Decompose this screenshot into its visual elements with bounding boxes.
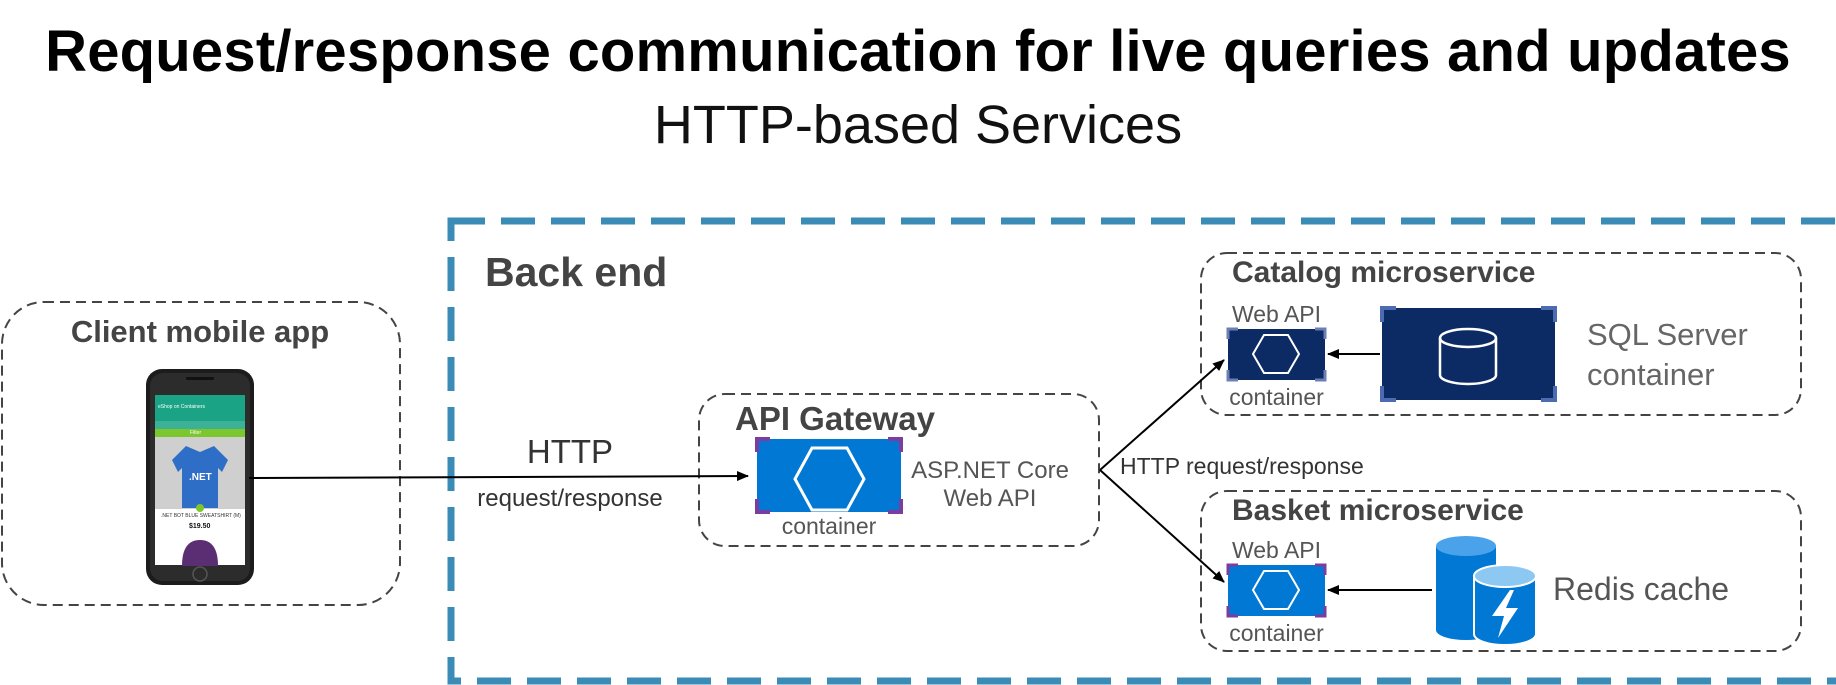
phone-illustration bbox=[146, 369, 254, 585]
gateway-tech-line2: Web API bbox=[943, 485, 1037, 512]
http-arrow bbox=[248, 471, 749, 482]
sql-server-icon bbox=[1380, 306, 1557, 402]
phone-price: $19.50 bbox=[189, 523, 211, 530]
catalog-webapi-label: Web API bbox=[1231, 301, 1322, 327]
http-sub-label: request/response bbox=[477, 485, 663, 512]
gateway-label: API Gateway bbox=[735, 400, 935, 437]
basket-webapi-label: Web API bbox=[1231, 537, 1322, 563]
http-label: HTTP bbox=[526, 433, 614, 470]
page-title: Request/response communication for live … bbox=[45, 19, 1791, 84]
catalog-box bbox=[1200, 252, 1802, 416]
catalog-container-label: container bbox=[1229, 384, 1324, 410]
backend-region bbox=[447, 217, 1836, 685]
basket-container-label: container bbox=[1229, 620, 1324, 646]
sql-server-line1: SQL Server bbox=[1587, 317, 1748, 352]
phone-shirt-text: .NET bbox=[189, 472, 212, 483]
http-request-response-label: HTTP request/response bbox=[1120, 453, 1364, 479]
sql-server-line2: container bbox=[1587, 357, 1715, 392]
gateway-tech-line1: ASP.NET Core bbox=[911, 457, 1069, 484]
client-box bbox=[1, 301, 401, 606]
page-subtitle: HTTP-based Services bbox=[653, 95, 1183, 155]
client-label: Client mobile app bbox=[70, 314, 330, 349]
basket-container-icon bbox=[1226, 563, 1327, 618]
catalog-label: Catalog microservice bbox=[1232, 256, 1536, 289]
gateway-to-basket-arrow bbox=[1099, 469, 1225, 583]
phone-filter-label: Filter bbox=[190, 430, 202, 436]
gateway-container-icon bbox=[755, 437, 903, 514]
redis-cache-icon bbox=[1436, 536, 1537, 646]
gateway-container-label: container bbox=[781, 513, 877, 539]
gateway-box bbox=[698, 393, 1100, 547]
backend-label: Back end bbox=[485, 249, 668, 295]
phone-product-name: .NET BOT BLUE SWEATSHIRT (M) bbox=[161, 513, 241, 519]
basket-label: Basket microservice bbox=[1232, 494, 1524, 527]
basket-box bbox=[1200, 490, 1802, 652]
catalog-container-icon bbox=[1226, 327, 1327, 382]
gateway-to-catalog-arrow bbox=[1099, 359, 1225, 471]
redis-cache-label: Redis cache bbox=[1553, 571, 1730, 607]
phone-app-title: eShop on Containers bbox=[158, 404, 205, 410]
